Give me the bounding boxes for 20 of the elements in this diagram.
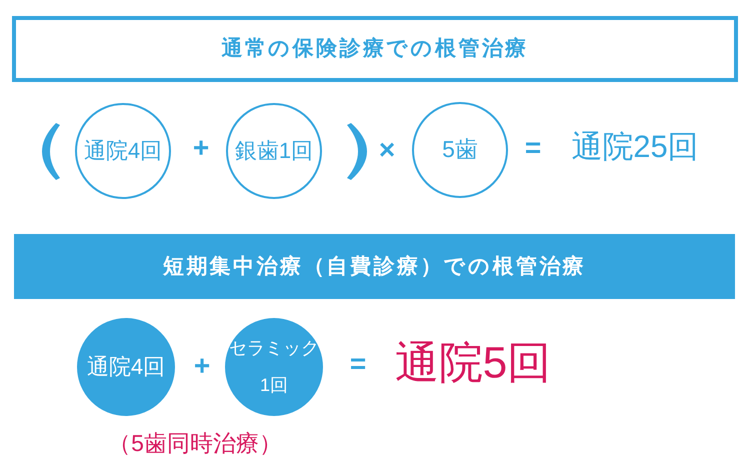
term-text: 銀歯1回 — [234, 138, 314, 164]
equals-sign: = — [350, 348, 366, 380]
heading-text: 短期集中治療（自費診療）での根管治療 — [162, 254, 586, 280]
term-text: 5歯 — [442, 136, 478, 164]
result-text: 通院5回 — [394, 338, 552, 390]
heading-text: 通常の保険診療での根管治療 — [221, 36, 529, 62]
term-text: セラミック1回 — [228, 337, 320, 397]
term-text: 通院4回 — [86, 354, 166, 380]
result-text: 通院25回 — [571, 129, 699, 165]
term-circle — [75, 103, 171, 199]
plus-sign: + — [192, 132, 210, 164]
heading-band — [14, 234, 735, 299]
term-circle — [412, 102, 508, 198]
heading-box — [12, 16, 738, 82]
term-circle — [226, 103, 322, 199]
note-text: （5歯同時治療） — [108, 430, 282, 456]
plus-sign: + — [194, 350, 210, 382]
times-sign: × — [378, 134, 396, 166]
term-text: 通院4回 — [84, 138, 162, 164]
equals-sign: = — [524, 132, 542, 164]
